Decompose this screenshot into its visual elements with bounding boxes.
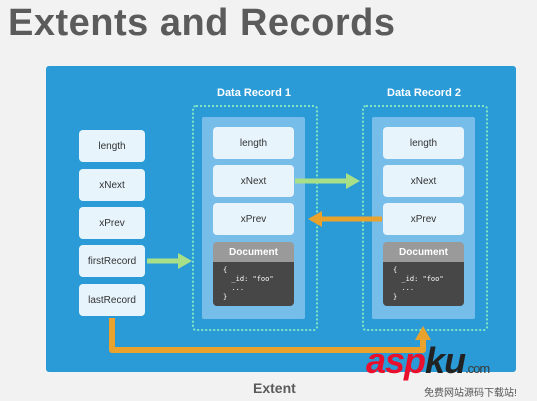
extent-field-length: length bbox=[79, 130, 145, 162]
slide-title: Extents and Records bbox=[8, 2, 396, 44]
record-1-title: Data Record 1 bbox=[217, 87, 291, 99]
watermark-brand-red: asp bbox=[366, 340, 426, 381]
extent-field-firstrecord: firstRecord bbox=[79, 245, 145, 277]
record-1-field-length: length bbox=[213, 127, 294, 159]
record-2-field-xnext: xNext bbox=[383, 165, 464, 197]
record-2-field-length: length bbox=[383, 127, 464, 159]
record-2-doc-line: ... bbox=[393, 284, 415, 292]
watermark-suffix: .com bbox=[465, 361, 490, 376]
record-1-field-xprev: xPrev bbox=[213, 203, 294, 235]
record-2-doc-line: _id: "foo" bbox=[393, 275, 444, 283]
record-1-document-body: { _id: "foo" ... } bbox=[213, 262, 294, 306]
xnext-arrow bbox=[295, 173, 360, 189]
extent-field-xprev: xPrev bbox=[79, 207, 145, 239]
extent-field-xnext: xNext bbox=[79, 169, 145, 201]
record-1-field-xnext: xNext bbox=[213, 165, 294, 197]
record-2-doc-line: } bbox=[393, 293, 398, 301]
record-2-document-title: Document bbox=[383, 242, 464, 262]
xprev-arrow bbox=[308, 211, 382, 227]
record-1-doc-line: { bbox=[223, 266, 228, 274]
record-2-doc-line: { bbox=[393, 266, 398, 274]
record-2-document-body: { _id: "foo" ... } bbox=[383, 262, 464, 306]
extent-label: Extent bbox=[253, 380, 296, 396]
record-2-title: Data Record 2 bbox=[387, 87, 461, 99]
watermark-subtitle: 免费网站源码下载站! bbox=[424, 388, 517, 399]
watermark: aspku.com 免费网站源码下载站! bbox=[366, 340, 536, 400]
extent-field-lastrecord: lastRecord bbox=[79, 284, 145, 316]
record-1-doc-line: _id: "foo" bbox=[223, 275, 274, 283]
first-record-arrow bbox=[147, 253, 192, 269]
record-1-document-title: Document bbox=[213, 242, 294, 262]
record-1-document: Document { _id: "foo" ... } bbox=[213, 242, 294, 306]
last-record-arrow bbox=[109, 318, 431, 353]
watermark-logo: aspku.com bbox=[366, 340, 490, 382]
record-1-doc-line: } bbox=[223, 293, 228, 301]
watermark-brand-black: ku bbox=[425, 340, 466, 381]
record-2-document: Document { _id: "foo" ... } bbox=[383, 242, 464, 306]
record-1-doc-line: ... bbox=[223, 284, 245, 292]
record-2-field-xprev: xPrev bbox=[383, 203, 464, 235]
